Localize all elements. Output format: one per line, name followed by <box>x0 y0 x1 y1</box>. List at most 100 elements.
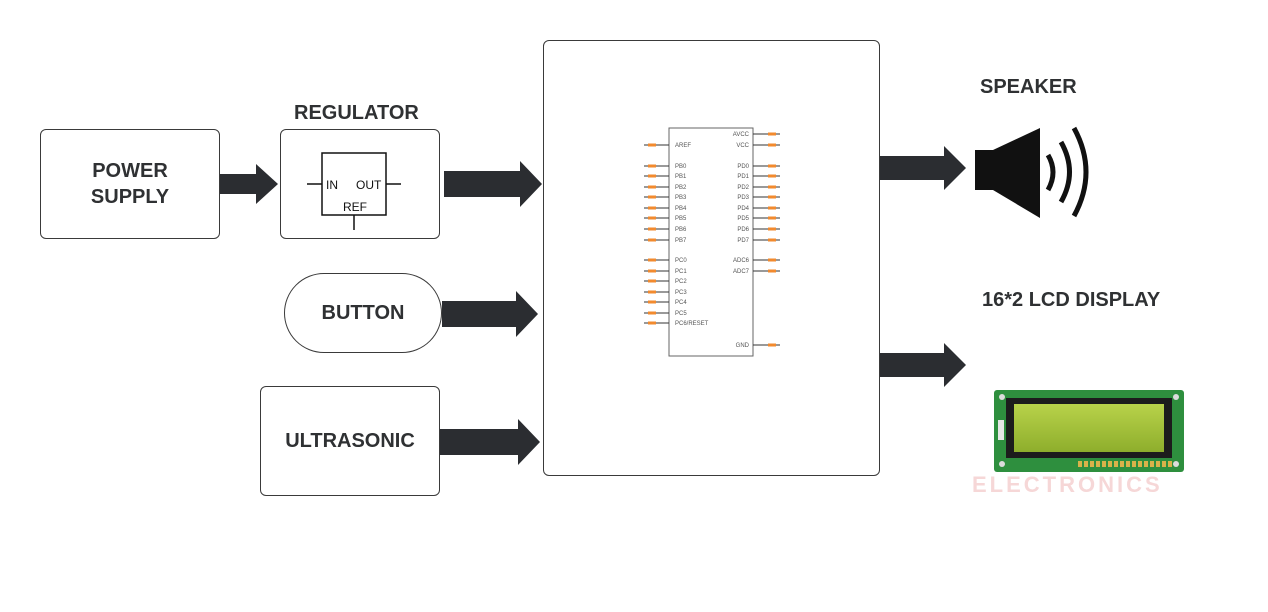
mcu-pin-pc4: PC4 <box>644 300 687 306</box>
ultrasonic-block: ULTRASONIC <box>260 386 440 496</box>
svg-text:PC2: PC2 <box>675 279 687 285</box>
ultrasonic-label: ULTRASONIC <box>285 430 415 452</box>
svg-text:PB0: PB0 <box>675 164 687 170</box>
svg-text:PC6/RESET: PC6/RESET <box>675 321 709 327</box>
mcu-pin-pc1: PC1 <box>644 269 687 275</box>
mcu-pin-vcc: VCC <box>736 143 780 149</box>
mcu-pin-pd2: PD2 <box>737 185 780 191</box>
svg-text:PD4: PD4 <box>737 206 749 212</box>
lcd-header-pin <box>1150 461 1154 467</box>
regulator-out-label: OUT <box>356 178 382 192</box>
svg-text:PC5: PC5 <box>675 311 687 317</box>
lcd-header-pins <box>1078 461 1172 467</box>
lcd-header-pin <box>1096 461 1100 467</box>
arrow-mcu-to-lcd <box>880 343 966 387</box>
svg-text:PC0: PC0 <box>675 258 687 264</box>
mcu-pin-pb6: PB6 <box>644 227 687 233</box>
svg-text:PC3: PC3 <box>675 290 687 296</box>
mcu-pin-pb0: PB0 <box>644 164 687 170</box>
svg-text:ADC6: ADC6 <box>733 258 750 264</box>
svg-text:PB4: PB4 <box>675 206 687 212</box>
lcd-header-pin <box>1138 461 1142 467</box>
arrow-power-to-regulator <box>220 164 278 204</box>
svg-text:PB2: PB2 <box>675 185 687 191</box>
mcu-pin-adc7: ADC7 <box>733 269 780 275</box>
mcu-pin-pd7: PD7 <box>737 238 780 244</box>
mcu-pin-pb4: PB4 <box>644 206 687 212</box>
svg-text:AREF: AREF <box>675 143 691 149</box>
power-supply-label-line1: POWER <box>92 160 168 182</box>
lcd-header-pin <box>1126 461 1130 467</box>
svg-text:PC4: PC4 <box>675 300 687 306</box>
power-supply-block: POWER SUPPLY <box>40 129 220 239</box>
regulator-ref-label: REF <box>343 200 367 214</box>
mcu-pin-pb3: PB3 <box>644 195 687 201</box>
lcd-header-pin <box>1132 461 1136 467</box>
mcu-pin-avcc: AVCC <box>733 132 780 138</box>
svg-text:PB1: PB1 <box>675 174 687 180</box>
speaker-icon <box>975 126 1089 218</box>
lcd-header-pin <box>1108 461 1112 467</box>
svg-text:VCC: VCC <box>736 143 749 149</box>
svg-text:PD7: PD7 <box>737 238 749 244</box>
button-block: BUTTON <box>284 273 442 353</box>
svg-text:PD2: PD2 <box>737 185 749 191</box>
button-label: BUTTON <box>321 302 405 324</box>
svg-text:PB5: PB5 <box>675 216 687 222</box>
arrow-mcu-to-speaker <box>880 146 966 190</box>
svg-text:PD5: PD5 <box>737 216 749 222</box>
mcu-pin-pd4: PD4 <box>737 206 780 212</box>
svg-text:PC1: PC1 <box>675 269 687 275</box>
svg-text:PB6: PB6 <box>675 227 687 233</box>
mcu-right-pins: AVCC VCC PD0PD1PD2PD3PD4PD5PD6PD7ADC6ADC7G… <box>733 132 780 349</box>
arrow-ultrasonic-to-mcu <box>440 419 540 465</box>
lcd-header-pin <box>1078 461 1082 467</box>
lcd-header-pin <box>1156 461 1160 467</box>
lcd-header-pin <box>1162 461 1166 467</box>
mcu-pin-pc2: PC2 <box>644 279 687 285</box>
mcu-pin-adc6: ADC6 <box>733 258 780 264</box>
svg-text:PD1: PD1 <box>737 174 749 180</box>
lcd-header-pin <box>1102 461 1106 467</box>
svg-text:ADC7: ADC7 <box>733 269 750 275</box>
lcd-header-pin <box>1084 461 1088 467</box>
regulator-title: REGULATOR <box>294 102 419 124</box>
lcd-header-pin <box>1120 461 1124 467</box>
svg-text:AVCC: AVCC <box>733 132 750 138</box>
mcu-pin-pd3: PD3 <box>737 195 780 201</box>
mcu-left-pins: AREF PB0PB1PB2PB3PB4PB5PB6PB7PC0PC1PC2PC3… <box>644 143 709 327</box>
mcu-pin-pb1: PB1 <box>644 174 687 180</box>
mcu-pin-aref: AREF <box>644 143 691 149</box>
mcu-pin-gnd: GND <box>736 343 780 349</box>
mcu-pin-pb7: PB7 <box>644 238 687 244</box>
mcu-pin-pd5: PD5 <box>737 216 780 222</box>
svg-text:PD3: PD3 <box>737 195 749 201</box>
watermark: ELECTRONICS <box>972 472 1163 497</box>
lcd-header-pin <box>1090 461 1094 467</box>
arrow-regulator-to-mcu <box>444 161 542 207</box>
arrow-button-to-mcu <box>442 291 538 337</box>
lcd-header-pin <box>1144 461 1148 467</box>
mcu-pin-pc0: PC0 <box>644 258 687 264</box>
mcu-pin-pd0: PD0 <box>737 164 780 170</box>
speaker-title: SPEAKER <box>980 76 1077 98</box>
svg-text:GND: GND <box>736 343 750 349</box>
mcu-pin-pc5: PC5 <box>644 311 687 317</box>
svg-text:PD6: PD6 <box>737 227 749 233</box>
lcd-module-icon <box>994 390 1184 472</box>
mcu-pin-pd6: PD6 <box>737 227 780 233</box>
lcd-header-pin <box>1114 461 1118 467</box>
mcu-pin-pc6-reset: PC6/RESET <box>644 321 709 327</box>
mcu-pin-pb2: PB2 <box>644 185 687 191</box>
power-supply-label-line2: SUPPLY <box>90 186 170 208</box>
lcd-header-pin <box>1168 461 1172 467</box>
mcu-chip: AREF PB0PB1PB2PB3PB4PB5PB6PB7PC0PC1PC2PC3… <box>644 127 780 357</box>
lcd-title: 16*2 LCD DISPLAY <box>982 289 1161 311</box>
mcu-pin-pd1: PD1 <box>737 174 780 180</box>
svg-text:PB7: PB7 <box>675 238 687 244</box>
svg-text:PD0: PD0 <box>737 164 749 170</box>
arrows <box>220 146 966 465</box>
mcu-pin-pc3: PC3 <box>644 290 687 296</box>
svg-text:PB3: PB3 <box>675 195 687 201</box>
